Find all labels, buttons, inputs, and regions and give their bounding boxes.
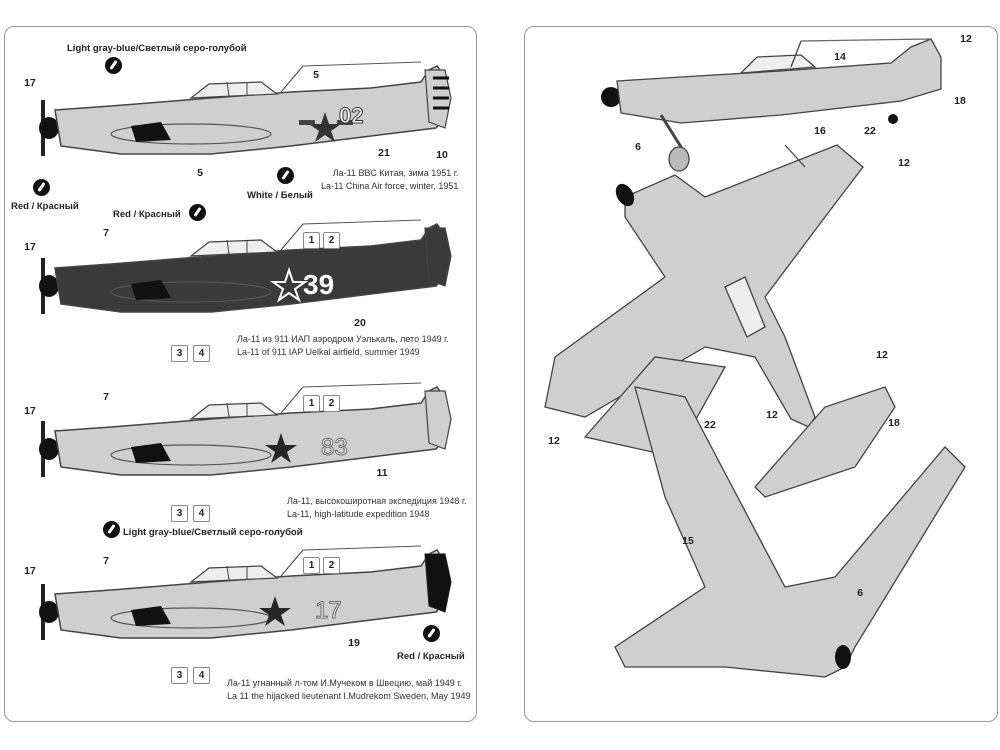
paint-brush-icon: [105, 57, 122, 74]
profile-drawings: [38, 61, 452, 641]
callout: 12: [898, 157, 910, 169]
callout: 16: [814, 125, 826, 137]
note-white-1: White / Белый: [247, 190, 313, 201]
profile-2-aircraft: [38, 219, 452, 315]
callout-box: 4: [193, 345, 210, 362]
paint-brush-icon: [103, 521, 120, 538]
callout: 21: [378, 147, 390, 159]
callout-box: 4: [193, 667, 210, 684]
callout: 6: [857, 587, 863, 599]
callout-box: 3: [171, 667, 188, 684]
note-red-1: Red / Красный: [11, 201, 79, 212]
callout-box: 3: [171, 505, 188, 522]
tail-number-3: 83: [321, 434, 349, 462]
profile-1-aircraft: [38, 61, 452, 157]
callout-box: 2: [323, 232, 340, 249]
callout: 17: [24, 241, 36, 253]
callout: 19: [348, 637, 360, 649]
callout: 7: [103, 391, 109, 403]
paint-brush-icon: [277, 167, 294, 184]
callout: 12: [766, 409, 778, 421]
tail-number-2: 39: [303, 269, 335, 300]
callout-box: 4: [193, 505, 210, 522]
callout: 12: [876, 349, 888, 361]
callout: 18: [888, 417, 900, 429]
paint-brush-icon: [189, 204, 206, 221]
right-panel: 12 14 18 16 22 6 12 12 12 18 12 22 15 6: [524, 26, 998, 722]
callout: 15: [682, 535, 694, 547]
callout-box: 1: [303, 232, 320, 249]
callout-box: 1: [303, 395, 320, 412]
caption-profile-3: Ла-11, высокоширотная экспедиция 1948 г.…: [287, 496, 467, 519]
callout: 22: [864, 125, 876, 137]
callout-box: 1: [303, 557, 320, 574]
callout: 6: [635, 141, 641, 153]
callout: 17: [24, 405, 36, 417]
plan-view-drawings: [544, 38, 966, 678]
callout: 5: [197, 167, 203, 179]
paint-brush-icon: [423, 625, 440, 642]
note-gray-blue-2: Light gray-blue/Светлый серо-голубой: [123, 527, 303, 538]
callout: 17: [24, 565, 36, 577]
callout: 10: [436, 149, 448, 161]
tail-number-1: 02: [338, 103, 364, 129]
callout: 12: [548, 435, 560, 447]
profile-4-aircraft: [38, 545, 452, 641]
note-red-2: Red / Красный: [113, 209, 181, 220]
tail-number-4: 17: [315, 597, 343, 625]
callout: 5: [313, 69, 319, 81]
callout: 20: [354, 317, 366, 329]
callout: 18: [954, 95, 966, 107]
callout: 11: [376, 467, 388, 479]
callout-box: 2: [323, 395, 340, 412]
callout: 7: [103, 227, 109, 239]
paint-brush-icon: [33, 179, 50, 196]
callout: 7: [103, 555, 109, 567]
left-panel: 02 39 83 17 Light gray-blue/Светлый серо…: [4, 26, 477, 722]
note-gray-blue-1: Light gray-blue/Светлый серо-голубой: [67, 43, 247, 54]
callout-box: 3: [171, 345, 188, 362]
callout: 17: [24, 77, 36, 89]
profile-3-aircraft: [38, 382, 452, 478]
note-red-3: Red / Красный: [397, 651, 465, 662]
caption-profile-2: Ла-11 из 911 ИАП аэродром Уэлькаль, лето…: [237, 334, 449, 357]
callout: 14: [834, 51, 846, 63]
callout-box: 2: [323, 557, 340, 574]
caption-profile-1: Ла-11 ВВС Китая, зима 1951 г.La-11 China…: [321, 168, 459, 191]
caption-profile-4: Ла-11 угнанный л-том И.Мучеком в Швецию,…: [227, 678, 471, 701]
callout: 22: [704, 419, 716, 431]
callout: 12: [960, 33, 972, 45]
